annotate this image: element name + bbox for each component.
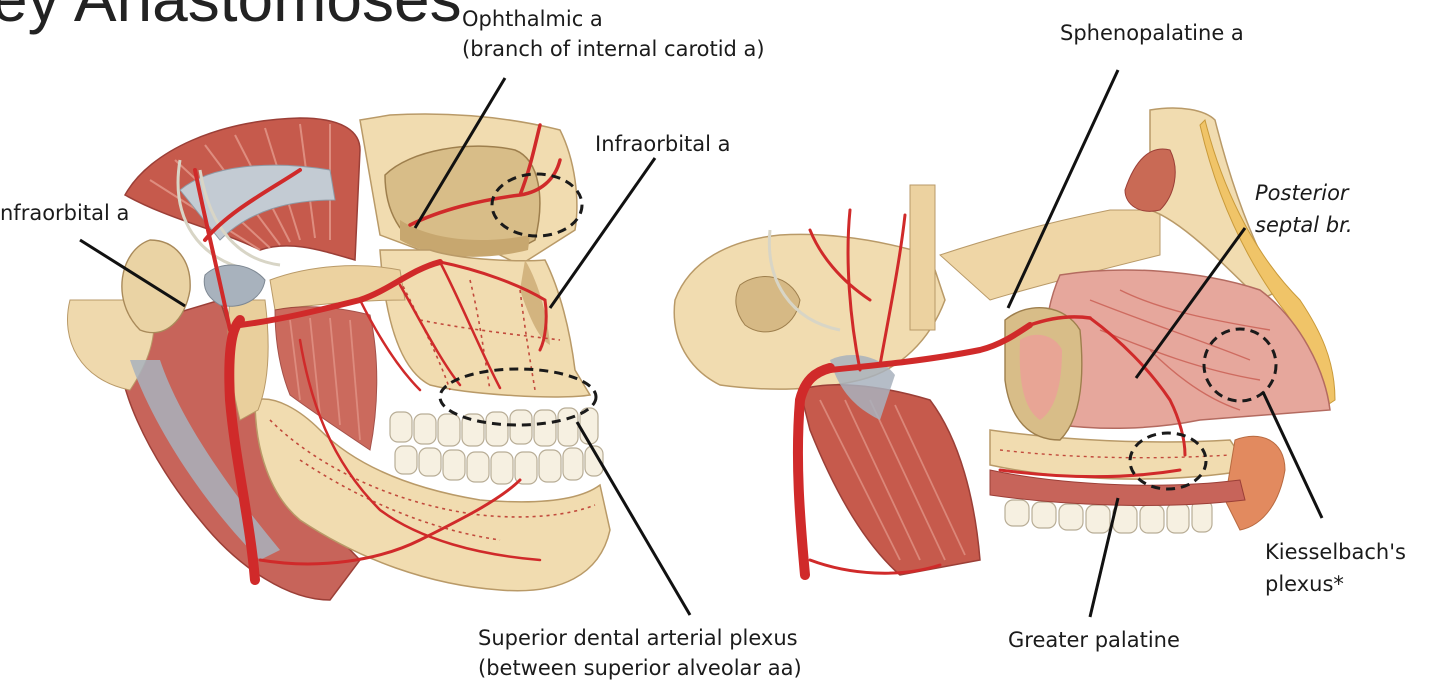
nasal-aperture — [520, 260, 550, 345]
sphenoid-region — [939, 209, 1161, 301]
leader-infraorbital-mid — [548, 157, 657, 309]
leader-infraorbital-left — [79, 238, 186, 308]
leader-superior-dental — [575, 421, 692, 616]
label-infraorbital-left: nfraorbital a — [0, 201, 130, 225]
right-teeth — [1004, 499, 1213, 534]
right-facial-branch — [808, 558, 942, 575]
sagittal-nasal-figure — [673, 107, 1336, 580]
label-sphenopalatine-a: Sphenopalatine a — [1060, 21, 1244, 45]
ophthalmic-artery — [408, 123, 562, 227]
maxilla — [379, 249, 592, 398]
right-posterior-septal-branch — [1088, 316, 1187, 457]
hard-palate — [989, 429, 1252, 480]
pterygoid-plate — [909, 184, 936, 331]
right-sphenopalatine-artery — [1028, 315, 1092, 327]
superior-dental-anastomosis-ellipse — [438, 367, 598, 427]
zygomatic-arch — [269, 265, 406, 311]
infraorbital-artery — [438, 260, 548, 352]
sphenoid-sinus-inner — [1019, 334, 1062, 420]
right-temporal-branches — [808, 208, 907, 372]
external-carotid-artery — [224, 315, 260, 585]
right-external-carotid — [792, 363, 835, 580]
lower-jaw-right — [989, 469, 1246, 506]
leader-sphenopalatine — [1006, 69, 1120, 309]
kiesselbach-plexus-ellipse — [1202, 327, 1278, 403]
label-posterior-septal-line1: Posterior — [1255, 181, 1349, 205]
label-infraorbital-mid: Infraorbital a — [595, 132, 731, 156]
nerve-loop-right — [767, 229, 841, 332]
upper-teeth — [389, 407, 599, 447]
label-superior-dental-between: (between superior alveolar aa) — [478, 656, 802, 680]
label-greater-palatine: Greater palatine — [1008, 628, 1180, 652]
facial-artery — [258, 478, 522, 566]
right-maxillary-artery — [827, 322, 1033, 373]
ophthalmic-anastomosis-ellipse — [490, 172, 584, 238]
masseter-fibers — [289, 317, 361, 441]
temporal-fascia-tendon — [179, 164, 336, 241]
ear-canal — [735, 276, 801, 333]
leader-posterior-septal — [1134, 227, 1247, 379]
posterior-skull — [673, 233, 946, 390]
leader-lines — [79, 69, 1324, 618]
leader-ophthalmic — [413, 77, 507, 229]
lower-teeth — [394, 445, 604, 485]
greater-palatine-anastomosis-ellipse — [1128, 431, 1208, 491]
inferior-alveolar-artery — [298, 338, 542, 562]
page-title-fragment: ey Anastomoses — [0, 0, 462, 36]
anastomosis-markers — [438, 172, 1278, 491]
right-figure-arteries — [792, 208, 1187, 580]
label-ophthalmic-a: Ophthalmic a — [462, 7, 603, 31]
leader-greater-palatine — [1088, 497, 1120, 618]
label-ophthalmic-branch: (branch of internal carotid a) — [462, 37, 765, 61]
label-superior-dental-plexus: Superior dental arterial plexus — [478, 626, 798, 650]
right-neck-fibers — [819, 399, 966, 561]
alveolar-branches — [358, 260, 502, 392]
left-figure-arteries — [193, 123, 562, 585]
mandible — [254, 398, 611, 592]
superficial-temporal-artery — [193, 168, 302, 332]
orbit-floor-shadow — [400, 220, 530, 257]
frontal-sinus — [1124, 148, 1176, 212]
label-kiesselbach-line2: plexus* — [1265, 572, 1344, 596]
leader-kiesselbach — [1261, 391, 1324, 519]
right-greater-palatine-artery — [998, 468, 1182, 479]
lip-region — [1224, 435, 1286, 531]
lateral-skull-figure — [67, 113, 611, 601]
label-posterior-septal-line2: septal br. — [1255, 213, 1353, 237]
label-kiesselbach-line1: Kiesselbach's — [1265, 540, 1406, 564]
